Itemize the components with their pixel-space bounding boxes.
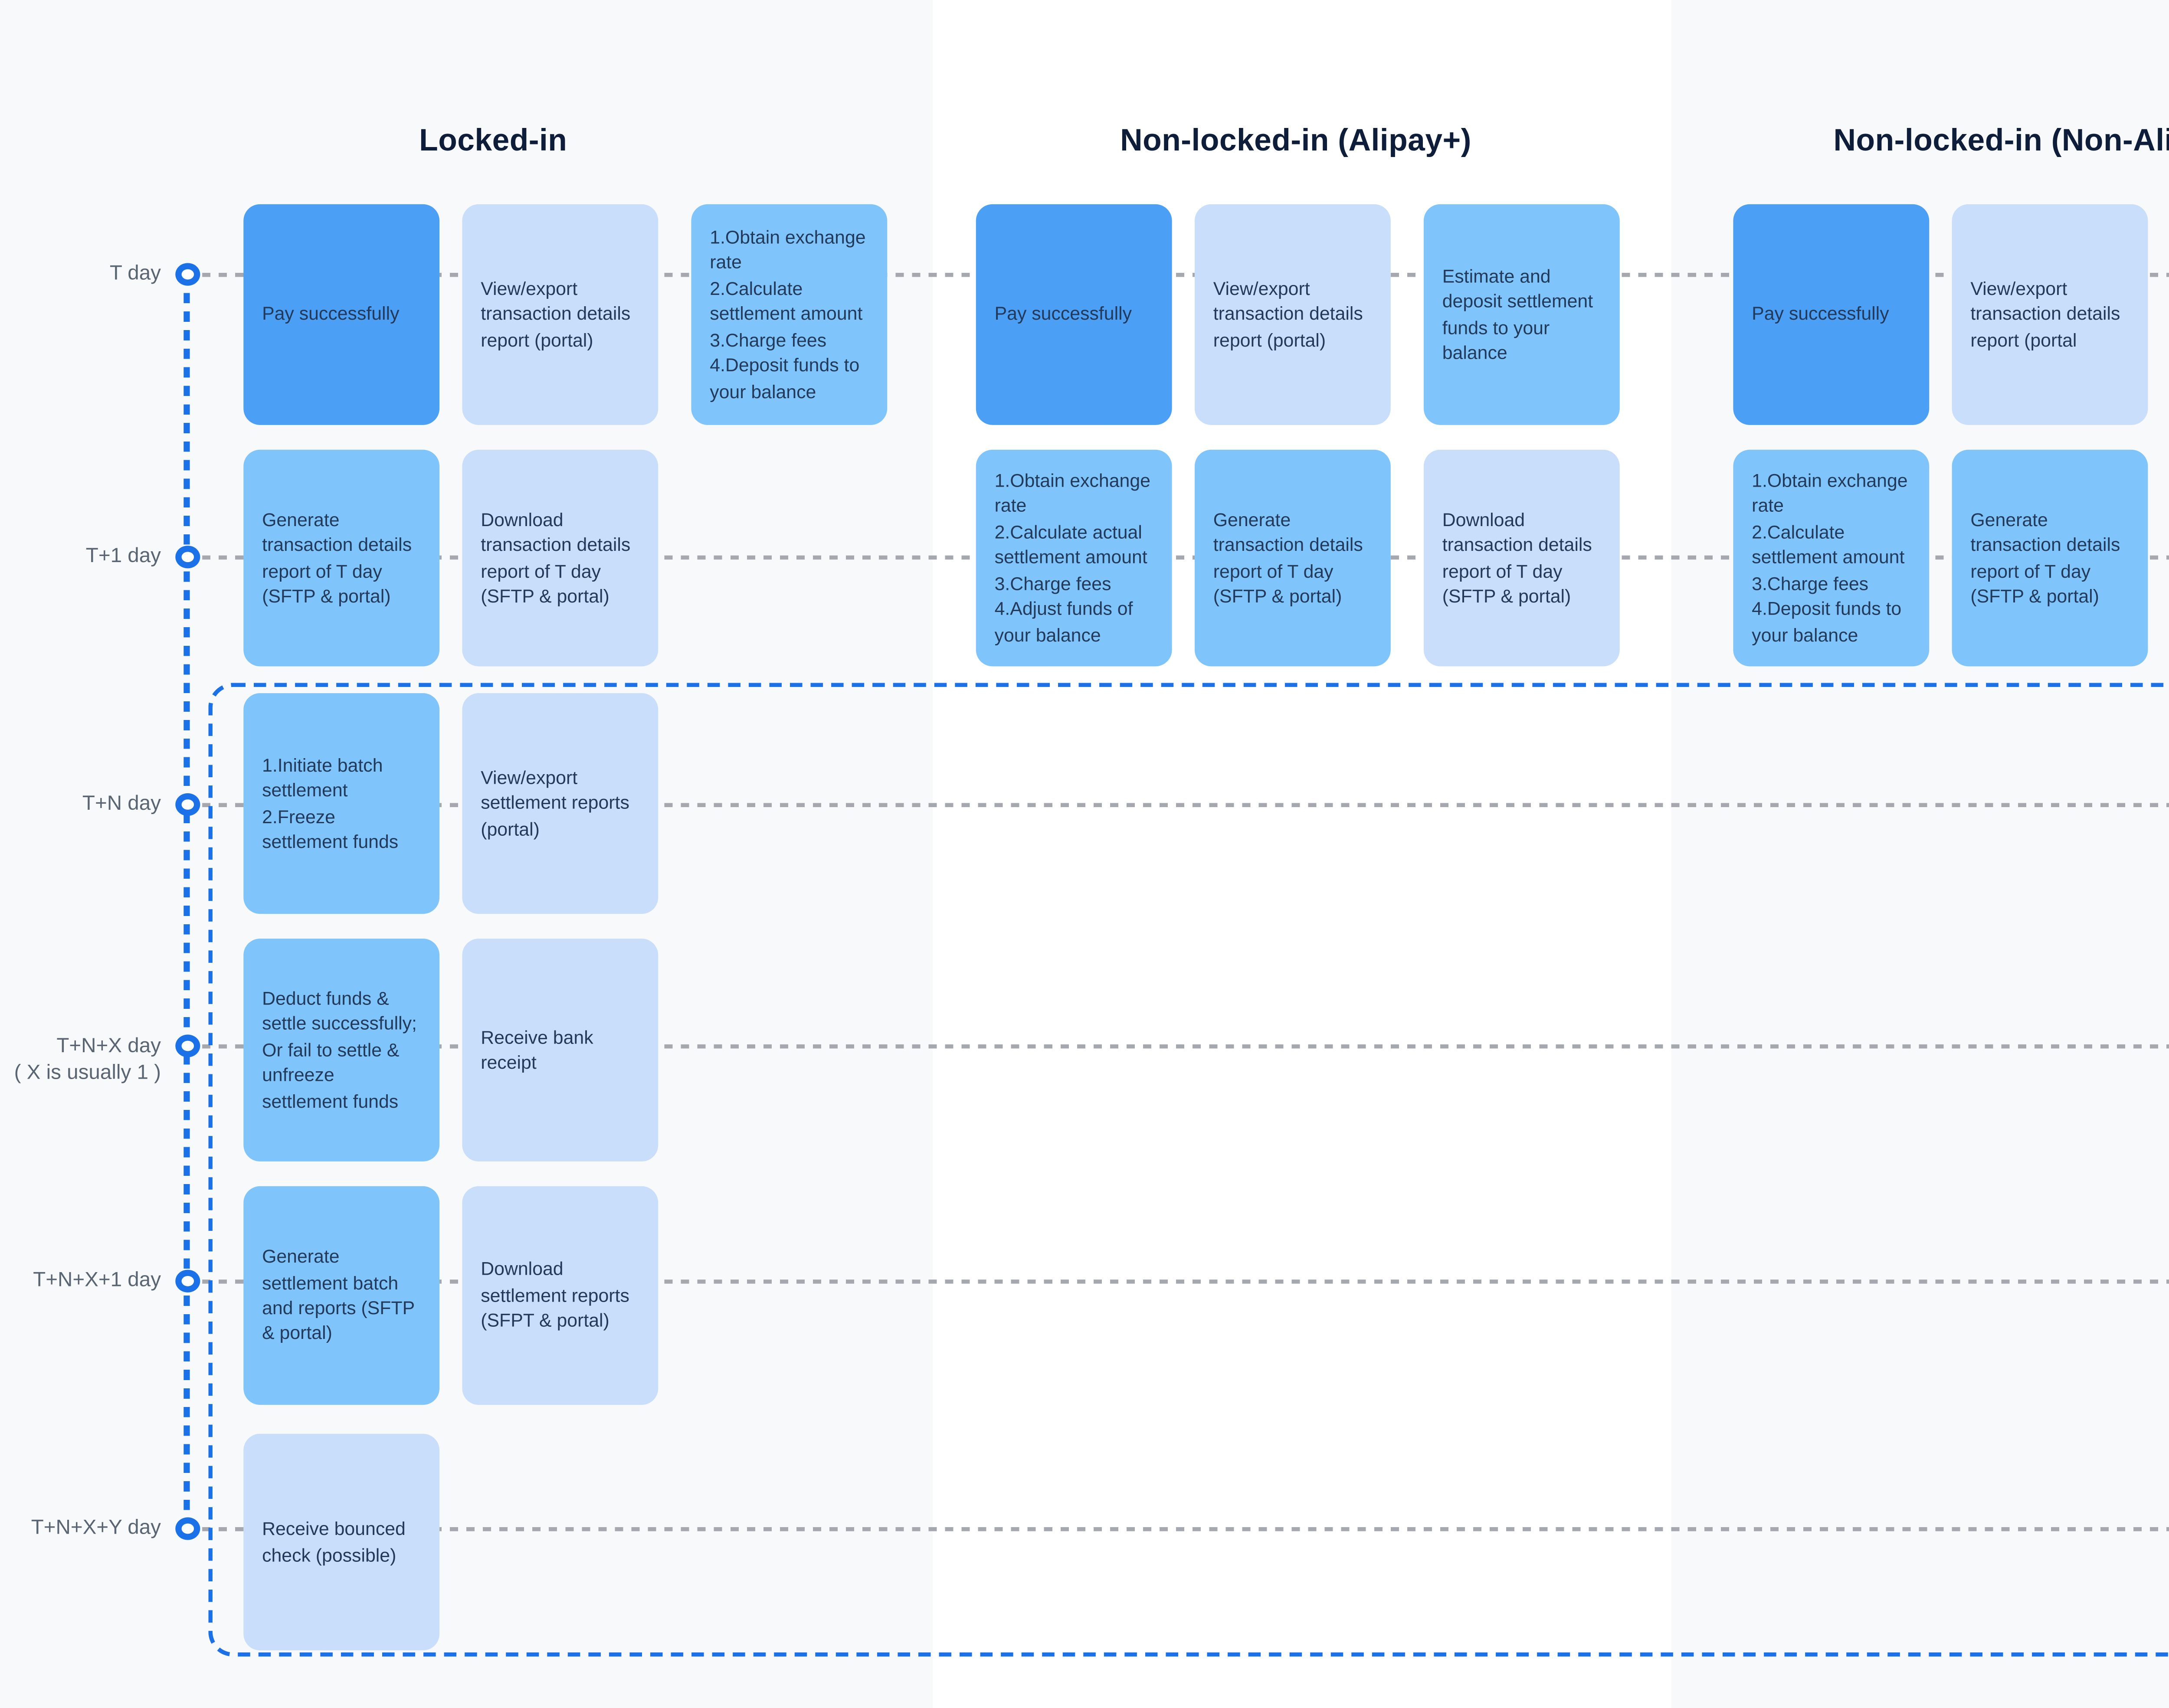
card-text: View/export transaction details report (… [1970, 278, 2120, 350]
timeline-sublabel-text: ( X is usually 1 ) [14, 1062, 161, 1085]
column-title-non-locked-in-alipay: Non-locked-in (Alipay+) [1120, 124, 1471, 159]
card-merchant: View/export transaction details report (… [1194, 204, 1391, 425]
card-text: 1.Obtain exchange rate [710, 227, 866, 274]
card-text: 3.Charge fees [994, 573, 1111, 594]
timeline-label-0: T day [0, 261, 161, 288]
column-title-locked-in: Locked-in [419, 124, 567, 159]
timeline-label-3: T+N+X day ( X is usually 1 ) [0, 1034, 161, 1087]
card-buyer: Pay successfully [1733, 204, 1930, 425]
timeline-dot-1 [175, 546, 200, 569]
card-text: Generate transaction details report of T… [262, 509, 412, 606]
gridline-2 [202, 803, 2169, 806]
card-alipay: Generate transaction details report of T… [1952, 449, 2148, 667]
card-buyer: Pay successfully [243, 204, 440, 425]
card-text: Download settlement reports (SFPT & port… [481, 1259, 629, 1331]
card-buyer: Pay successfully [976, 204, 1172, 425]
card-text: 2.Calculate settlement amount [710, 278, 863, 325]
card-merchant: Download transaction details report of T… [462, 449, 659, 667]
timeline-label-text: T+N+X+Y day [31, 1517, 161, 1540]
gridline-5 [202, 1527, 2169, 1531]
timeline-label-5: T+N+X+Y day [0, 1515, 161, 1542]
timeline-label-text: T+1 day [85, 546, 161, 569]
card-merchant: Download transaction details report of T… [1423, 449, 1620, 667]
card-alipay: Generate settlement batch and reports (S… [243, 1186, 440, 1405]
card-text: Estimate and deposit settlement funds to… [1442, 265, 1593, 363]
card-merchant: Download settlement reports (SFPT & port… [462, 1186, 659, 1405]
card-text: Deduct funds & settle successfully; Or f… [262, 988, 417, 1111]
card-text: Download transaction details report of T… [1442, 509, 1592, 606]
timeline-dot-3 [175, 1034, 200, 1057]
card-merchant: Receive bounced check (possible) [243, 1433, 440, 1651]
gridline-3 [202, 1044, 2169, 1048]
card-alipay: Deduct funds & settle successfully; Or f… [243, 939, 440, 1162]
column-title-non-locked-in-non-alipay: Non-locked-in (Non-Alipay+) [1833, 124, 2169, 159]
card-text: Receive bank receipt [481, 1026, 593, 1073]
card-text: Pay successfully [262, 304, 400, 325]
card-text: Generate transaction details report of T… [1213, 509, 1363, 606]
card-text: Receive bounced check (possible) [262, 1518, 406, 1565]
card-alipay: Generate transaction details report of T… [1194, 449, 1391, 667]
timeline-dot-4 [175, 1270, 200, 1292]
timeline-label-text: T+N+X+1 day [33, 1270, 161, 1292]
timeline-label-1: T+1 day [0, 543, 161, 570]
card-merchant: View/export transaction details report (… [1952, 204, 2148, 425]
card-text: 2.Calculate actual settlement amount [994, 521, 1147, 568]
card-text: View/export transaction details report (… [1213, 278, 1363, 350]
card-merchant: View/export transaction details report (… [462, 204, 659, 425]
timeline-label-4: T+N+X+1 day [0, 1268, 161, 1295]
gridline-1 [202, 555, 2169, 559]
timeline-vertical-line [183, 274, 190, 1529]
card-text: 2.Calculate settlement amount [1752, 521, 1905, 568]
card-text: 1.Obtain exchange rate [1752, 470, 1908, 517]
card-text: View/export settlement reports (portal) [481, 767, 629, 839]
card-merchant: View/export settlement reports (portal) [462, 693, 659, 914]
card-text: 4.Adjust funds of your balance [994, 598, 1133, 645]
card-text: 3.Charge fees [710, 329, 827, 350]
card-alipay: Estimate and deposit settlement funds to… [1423, 204, 1620, 425]
card-merchant: Receive bank receipt [462, 939, 659, 1162]
card-text: Pay successfully [994, 304, 1132, 325]
card-text: Generate transaction details report of T… [1970, 509, 2120, 606]
timeline-dot-0 [175, 263, 200, 286]
timeline-label-2: T+N day [0, 791, 161, 818]
timeline-label-text: T+N+X day [56, 1035, 161, 1059]
gridline-0 [202, 273, 2169, 276]
timeline-dot-5 [175, 1517, 200, 1540]
gridline-4 [202, 1279, 2169, 1283]
timeline-dot-2 [175, 793, 200, 816]
card-text: Download transaction details report of T… [481, 509, 631, 606]
card-text: 3.Charge fees [1752, 573, 1869, 594]
card-text: Pay successfully [1752, 304, 1889, 325]
card-text: 1.Obtain exchange rate [994, 470, 1150, 517]
timeline-label-text: T day [109, 263, 161, 286]
timeline-label-text: T+N day [82, 793, 161, 816]
card-text: Generate settlement batch and reports (S… [262, 1246, 415, 1344]
card-alipay: Generate transaction details report of T… [243, 449, 440, 667]
settlement-phase-outline-box [208, 683, 2169, 1657]
card-text: 1.Initiate batch settlement [262, 754, 383, 801]
card-text: 4.Deposit funds to your balance [1752, 598, 1902, 645]
card-text: 4.Deposit funds to your balance [710, 355, 860, 402]
card-text: 2.Freeze settlement funds [262, 805, 399, 852]
card-text: View/export transaction details report (… [481, 278, 631, 350]
